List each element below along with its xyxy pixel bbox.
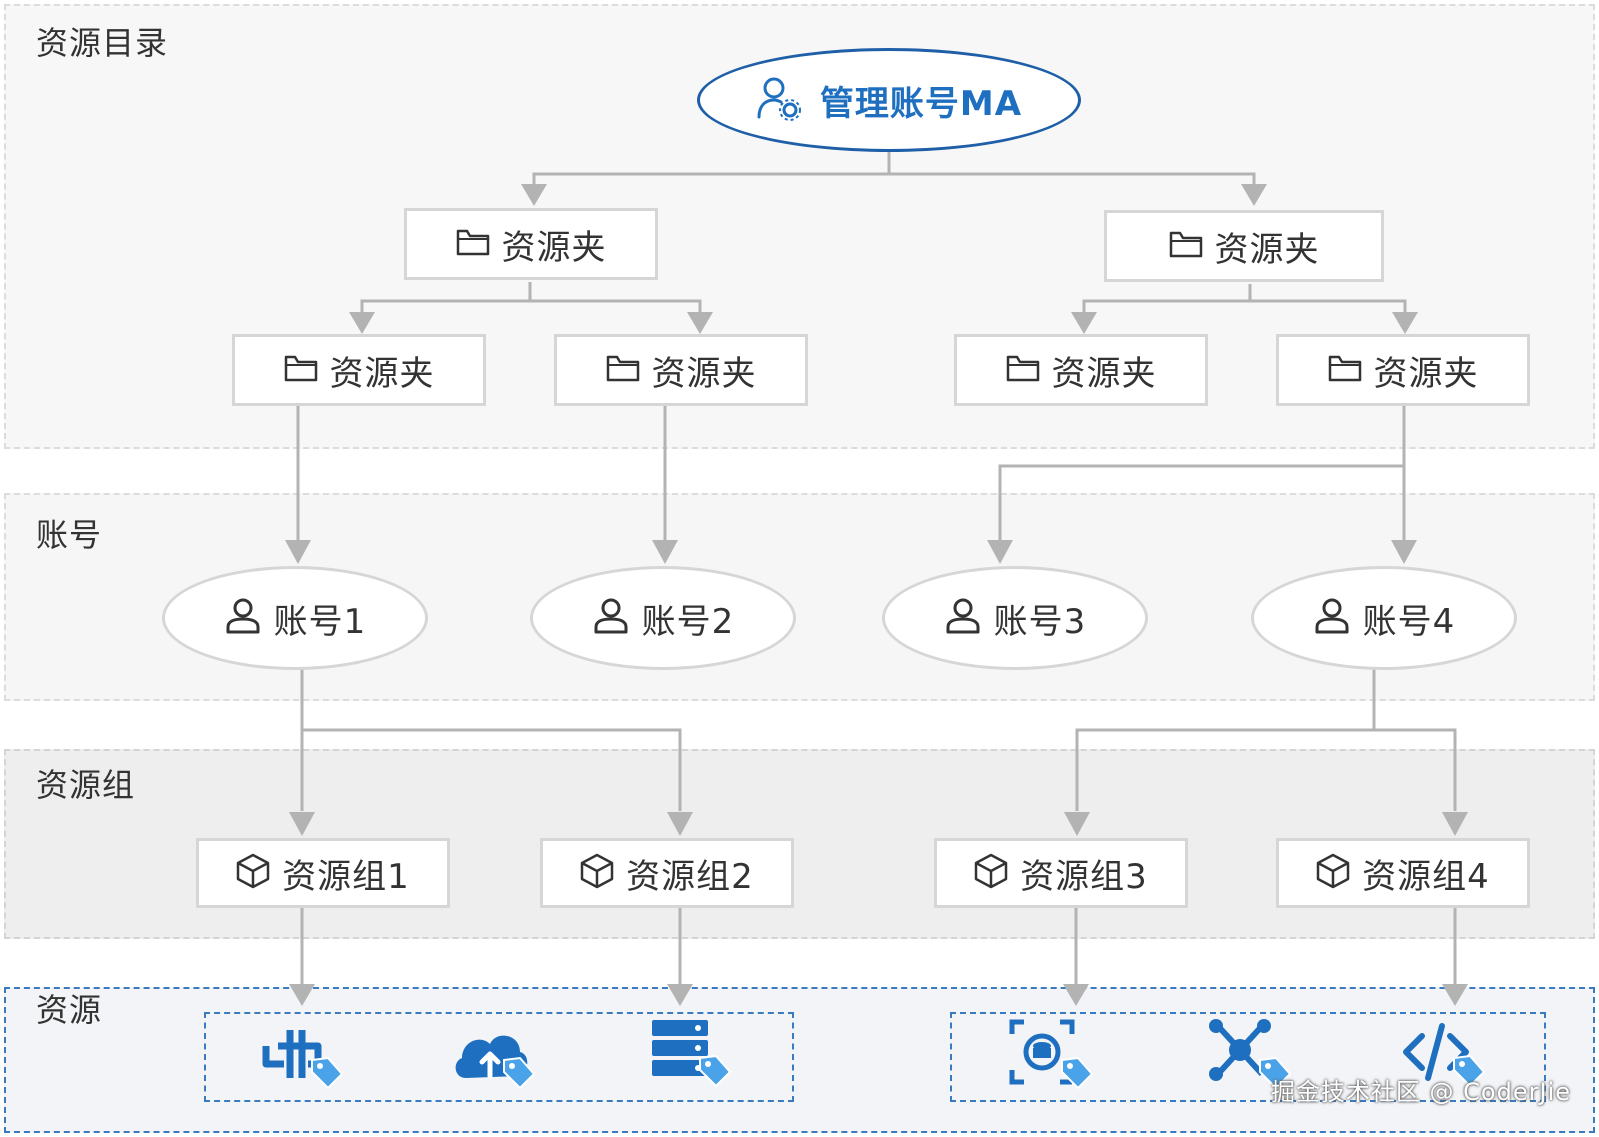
folder-node-5[interactable]: 资源夹 [954,334,1208,406]
folder-icon [1169,229,1203,263]
folder-icon [1328,353,1362,387]
user-icon [224,597,262,639]
account-label: 账号4 [1362,601,1456,642]
cloud-upload-tag-icon [450,1020,536,1096]
user-gear-icon [756,75,802,125]
network-tag-icon [258,1020,344,1096]
account-node-2[interactable]: 账号2 [530,566,796,670]
folder-label: 资源夹 [1373,353,1479,394]
resource-group-node-3[interactable]: 资源组3 [934,838,1188,908]
management-account-node[interactable]: 管理账号MA [697,48,1081,152]
cube-icon [974,853,1008,893]
folder-label: 资源夹 [1214,229,1320,270]
code-tag-icon [1400,1016,1486,1092]
user-icon [944,597,982,639]
resource-group-label: 资源组1 [282,856,410,897]
cube-icon [236,853,270,893]
resource-set-right [950,1012,1546,1102]
server-tag-icon [646,1016,732,1092]
account-label: 账号2 [641,601,735,642]
account-node-1[interactable]: 账号1 [162,566,428,670]
folder-label: 资源夹 [651,353,757,394]
folder-node-2[interactable]: 资源夹 [1104,210,1384,282]
resource-group-label: 资源组4 [1362,856,1490,897]
folder-label: 资源夹 [501,227,607,268]
database-scan-tag-icon [1008,1018,1094,1094]
folder-node-6[interactable]: 资源夹 [1276,334,1530,406]
management-account-label: 管理账号MA [819,83,1023,124]
folder-icon [456,227,490,261]
folder-node-1[interactable]: 资源夹 [404,208,658,280]
resource-group-node-4[interactable]: 资源组4 [1276,838,1530,908]
resource-group-node-1[interactable]: 资源组1 [196,838,450,908]
accounts-layer-label: 账号 [36,516,103,554]
resource-set-left [204,1012,794,1102]
account-label: 账号3 [993,601,1087,642]
account-node-3[interactable]: 账号3 [882,566,1148,670]
folder-node-3[interactable]: 资源夹 [232,334,486,406]
resource-group-label: 资源组2 [626,856,754,897]
folder-label: 资源夹 [329,353,435,394]
folder-icon [284,353,318,387]
folder-icon [606,353,640,387]
resources-layer-label: 资源 [36,991,103,1029]
folder-icon [1006,353,1040,387]
account-node-4[interactable]: 账号4 [1251,566,1517,670]
resource-groups-layer-label: 资源组 [36,766,136,804]
cube-icon [1316,853,1350,893]
resource-group-node-2[interactable]: 资源组2 [540,838,794,908]
cube-icon [580,853,614,893]
account-label: 账号1 [273,601,367,642]
catalog-layer-label: 资源目录 [36,24,169,62]
folder-node-4[interactable]: 资源夹 [554,334,808,406]
user-icon [592,597,630,639]
resource-group-label: 资源组3 [1020,856,1148,897]
cluster-tag-icon [1206,1018,1292,1094]
user-icon [1313,597,1351,639]
watermark: 掘金技术社区 @ CoderJie [1270,1078,1571,1106]
folder-label: 资源夹 [1051,353,1157,394]
